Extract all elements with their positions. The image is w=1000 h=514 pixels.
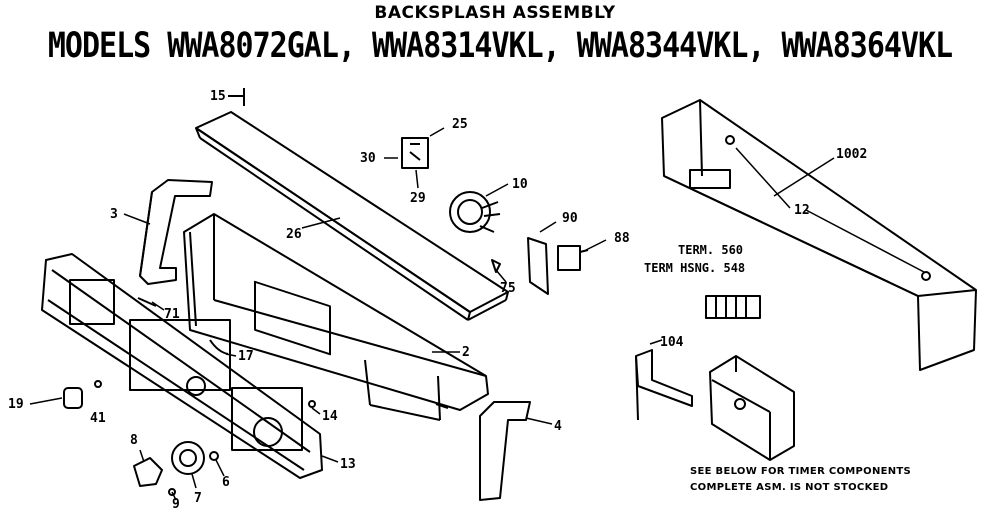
callout-75: 75: [500, 281, 516, 296]
terminal-label: TERM. 560: [678, 243, 744, 257]
part-9-spring: [168, 488, 176, 496]
part-75-clip: [491, 259, 501, 273]
part-8-knob: [133, 457, 163, 487]
terminal-block: [705, 295, 761, 319]
callout-26: 26: [286, 227, 302, 242]
part-88-push-switch: [557, 245, 589, 271]
callout-30: 30: [360, 151, 376, 166]
callout-2: 2: [462, 345, 470, 360]
part-15-screw: [228, 88, 245, 106]
callout-12: 12: [794, 203, 810, 218]
callout-29: 29: [410, 191, 426, 206]
callout-9: 9: [172, 497, 180, 512]
timer-assembly: [709, 355, 795, 461]
callout-88: 88: [614, 231, 630, 246]
callout-3: 3: [110, 207, 118, 222]
callout-6: 6: [222, 475, 230, 490]
part-17-clip: [209, 339, 229, 355]
timer-note-line1: SEE BELOW FOR TIMER COMPONENTS: [690, 466, 912, 477]
part-14-screw: [308, 400, 316, 408]
callout-17: 17: [238, 349, 254, 364]
part-7-dial: [171, 441, 205, 475]
part-90-mounting-bracket: [527, 237, 549, 295]
callout-104: 104: [660, 335, 684, 350]
callout-8: 8: [130, 433, 138, 448]
part-1002-rear-cover: [661, 99, 977, 371]
diagram-title-models: MODELS WWA8072GAL, WWA8314VKL, WWA8344VK…: [47, 26, 953, 67]
callout-15: 15: [210, 89, 226, 104]
part-19-knob: [63, 387, 83, 409]
callout-13: 13: [340, 457, 356, 472]
callout-25: 25: [452, 117, 468, 132]
part-26-top-cover: [195, 111, 509, 321]
callout-1002: 1002: [836, 147, 867, 162]
callout-90: 90: [562, 211, 578, 226]
callout-7: 7: [194, 491, 202, 506]
diagram-subtitle: BACKSPLASH ASSEMBLY: [374, 3, 616, 23]
callout-4: 4: [554, 419, 562, 434]
callout-41: 41: [90, 411, 106, 426]
part-3-left-end-bracket: [139, 179, 213, 285]
part-6-clip: [209, 451, 219, 461]
callout-14: 14: [322, 409, 338, 424]
callout-leaders: [29, 127, 925, 501]
part-25-switch: [401, 137, 429, 169]
part-4-right-end-bracket: [479, 401, 531, 501]
callout-10: 10: [512, 177, 528, 192]
part-71-screw: [137, 297, 157, 307]
callout-71: 71: [164, 307, 180, 322]
terminal-housing-label: TERM HSNG. 548: [644, 261, 746, 275]
part-2-backsplash-housing: [183, 213, 489, 421]
part-10-selector-switch: [449, 191, 501, 233]
part-41-spring: [94, 380, 102, 388]
timer-note-line2: COMPLETE ASM. IS NOT STOCKED: [690, 482, 889, 493]
part-104-timer-bracket: [635, 349, 693, 421]
callout-19: 19: [8, 397, 24, 412]
